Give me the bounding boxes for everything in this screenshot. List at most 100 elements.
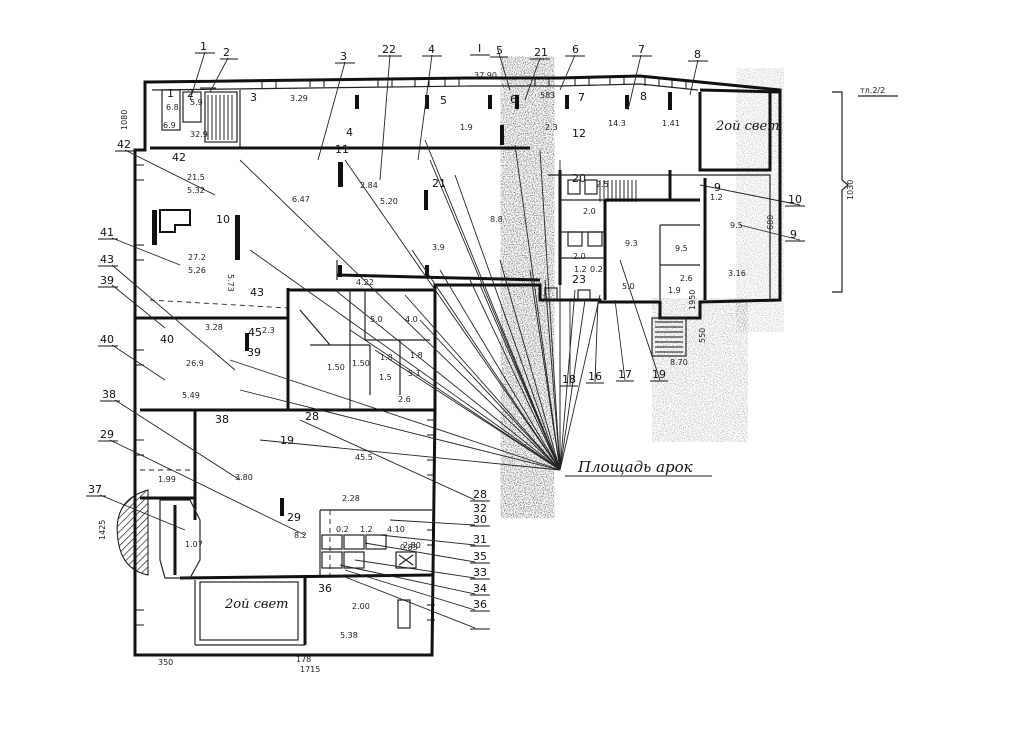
callout-9: 9 (790, 228, 797, 241)
area-label: 2.84 (360, 181, 378, 190)
height-mark: 1030 (846, 180, 855, 200)
area-label: 1.41 (662, 119, 680, 128)
area-label: 2.6 (398, 395, 411, 404)
room-8: 8 (640, 90, 647, 103)
callout-underlines (86, 52, 805, 630)
room-21: 21 (432, 177, 446, 190)
area-label: 1.50 (352, 359, 370, 368)
room-45: 45 (248, 326, 262, 339)
room-20: 20 (572, 172, 586, 185)
callout-16: 16 (588, 370, 602, 383)
bottom-dim-b: 1715 (300, 665, 320, 674)
callout-22: 22 (382, 43, 396, 56)
side-dim-e: 550 (698, 328, 707, 343)
side-dim-b: 1425 (98, 520, 107, 540)
area-label: 1.99 (158, 475, 176, 484)
area-label: 32.9 (190, 130, 208, 139)
room-7: 7 (578, 91, 585, 104)
callout-1: 1 (200, 40, 207, 53)
area-label: 2.3 (262, 326, 275, 335)
callout-7: 7 (638, 43, 645, 56)
dimensions: 37.90 583 350 1715 178 1080 1425 680 195… (98, 71, 885, 674)
leader-lines (99, 49, 801, 629)
area-label: 2.6 (680, 274, 693, 283)
area-label: 1.9 (460, 123, 473, 132)
area-label: 5.20 (380, 197, 398, 206)
room-12: 12 (572, 127, 586, 140)
area-label: 4.22 (356, 278, 374, 287)
callout-39: 39 (100, 274, 114, 287)
interior-walls (135, 90, 707, 646)
callout-8: 8 (694, 48, 701, 61)
room-23: 23 (572, 273, 586, 286)
room-5: 5 (440, 94, 447, 107)
room-4: 4 (346, 126, 353, 139)
area-label: 5.9 (190, 98, 203, 107)
room-19: 19 (280, 434, 294, 447)
area-label: 1.8 (410, 351, 423, 360)
area-label: 8.2 (294, 531, 307, 540)
callout-32: 32 (473, 502, 487, 515)
callout-38: 38 (102, 388, 116, 401)
area-label: 3.29 (290, 94, 308, 103)
room-36: 36 (318, 582, 332, 595)
room-29: 29 (287, 511, 301, 524)
area-label: 1.9 (668, 286, 681, 295)
callout-34: 34 (473, 582, 487, 595)
area-label: 5.0 (622, 282, 635, 291)
callout-3: 3 (340, 50, 347, 63)
room-6: 6 (510, 93, 517, 106)
room-9: 9 (714, 181, 721, 194)
area-label: 5.73 (226, 274, 235, 292)
callout-numbers: 1 2 3 22 4 I 5 21 6 7 8 42 10 9 41 43 39… (88, 40, 802, 611)
callout-I: I (478, 42, 481, 55)
area-label: 2.00 (352, 602, 370, 611)
scale-label: тл.2/2 (860, 86, 885, 95)
plan-caption: Площадь арок (577, 458, 693, 476)
height-bracket (832, 91, 898, 293)
area-label: 5.0 (370, 315, 383, 324)
area-label: 9.3 (625, 239, 638, 248)
side-dim-a: 1080 (120, 110, 129, 130)
room-2: 2 (187, 87, 194, 100)
callout-2: 2 (223, 46, 230, 59)
callout-33: 33 (473, 566, 487, 579)
callout-36: 36 (473, 598, 487, 611)
callout-37: 37 (88, 483, 102, 496)
area-label: 6.8 (166, 103, 179, 112)
stairs (204, 91, 687, 357)
area-label: 14.3 (608, 119, 626, 128)
room-10: 10 (216, 213, 230, 226)
area-label: 26.9 (186, 359, 204, 368)
area-label: 2.5 (596, 180, 609, 189)
light-well-bottom-left: 2ой свет (224, 597, 288, 612)
top-dim-b: 583 (540, 91, 555, 100)
room-42: 42 (172, 151, 186, 164)
area-label: 9.5 (730, 221, 743, 230)
callout-30: 30 (473, 513, 487, 526)
callout-29: 29 (100, 428, 114, 441)
callout-5: 5 (496, 44, 503, 57)
callout-19: 19 (652, 368, 666, 381)
side-dim-d: 1950 (688, 290, 697, 310)
area-label: 5.38 (340, 631, 358, 640)
area-label: 1.5 (379, 373, 392, 382)
fixtures (161, 89, 603, 629)
callout-18: 18 (562, 373, 576, 386)
area-label: 0.2 (590, 265, 603, 274)
room-40: 40 (160, 333, 174, 346)
callout-43: 43 (100, 253, 114, 266)
area-label: 1.2 (574, 265, 587, 274)
callout-17: 17 (618, 368, 632, 381)
callout-28: 28 (473, 488, 487, 501)
area-label: 5.49 (182, 391, 200, 400)
callout-31: 31 (473, 533, 487, 546)
room-28: 28 (305, 410, 319, 423)
top-dim-a: 37.90 (474, 71, 497, 80)
area-label: 3.28 (205, 323, 223, 332)
area-label: 5.1 (408, 369, 421, 378)
bottom-dim-c: 178 (296, 655, 311, 664)
outer-walls (133, 74, 782, 657)
callout-21: 21 (534, 46, 548, 59)
